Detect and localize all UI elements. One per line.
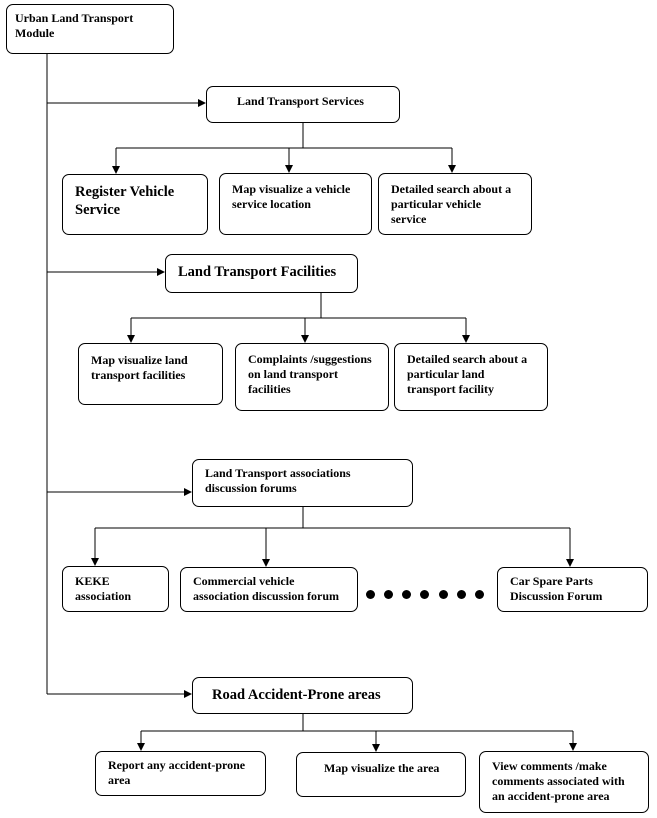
module-label: Urban Land Transport Module <box>15 11 134 40</box>
map-vehicle-box: Map visualize a vehicle service location <box>219 173 372 235</box>
dot <box>366 589 375 599</box>
report-area-box: Report any accident-prone area <box>95 751 266 796</box>
map-area-label: Map visualize the area <box>324 761 440 775</box>
dot <box>402 589 412 599</box>
spare-parts-forum-label: Car Spare Parts Discussion Forum <box>510 574 603 603</box>
keke-label: KEKE association <box>75 574 132 603</box>
search-facility-label: Detailed search about a particular land … <box>407 352 528 396</box>
commercial-forum-box: Commercial vehicle association discussio… <box>180 567 358 612</box>
services-box: Land Transport Services <box>206 86 400 123</box>
map-facilities-label: Map visualize land transport facilities <box>91 353 188 382</box>
dot <box>420 589 430 599</box>
ellipsis-dots <box>366 582 484 606</box>
map-facilities-box: Map visualize land transport facilities <box>78 343 223 405</box>
map-vehicle-label: Map visualize a vehicle service location <box>232 182 351 211</box>
view-comments-box: View comments /make comments associated … <box>479 751 649 813</box>
dot <box>438 589 448 599</box>
facilities-title: Land Transport Facilities <box>178 264 337 280</box>
complaints-box: Complaints /suggestions on land transpor… <box>235 343 389 411</box>
forums-title: Land Transport associations discussion f… <box>205 466 351 495</box>
accident-title: Road Accident-Prone areas <box>212 687 381 703</box>
register-vehicle-label: Register Vehicle Service <box>75 184 175 218</box>
search-vehicle-label: Detailed search about a particular vehic… <box>391 182 512 226</box>
accident-box: Road Accident-Prone areas <box>192 677 413 714</box>
complaints-label: Complaints /suggestions on land transpor… <box>248 352 372 396</box>
spare-parts-forum-box: Car Spare Parts Discussion Forum <box>497 567 648 612</box>
report-area-label: Report any accident-prone area <box>108 758 246 787</box>
search-facility-box: Detailed search about a particular land … <box>394 343 548 411</box>
commercial-forum-label: Commercial vehicle association discussio… <box>193 574 340 603</box>
dot <box>474 589 484 599</box>
map-area-box: Map visualize the area <box>296 752 466 797</box>
facilities-box: Land Transport Facilities <box>165 254 358 293</box>
view-comments-label: View comments /make comments associated … <box>492 759 625 803</box>
dot <box>384 589 394 599</box>
keke-box: KEKE association <box>62 566 169 612</box>
module-box: Urban Land Transport Module <box>6 4 174 54</box>
forums-box: Land Transport associations discussion f… <box>192 459 413 507</box>
register-vehicle-box: Register Vehicle Service <box>62 174 208 235</box>
search-vehicle-box: Detailed search about a particular vehic… <box>378 173 532 235</box>
services-title: Land Transport Services <box>237 94 364 108</box>
dot <box>456 589 466 599</box>
